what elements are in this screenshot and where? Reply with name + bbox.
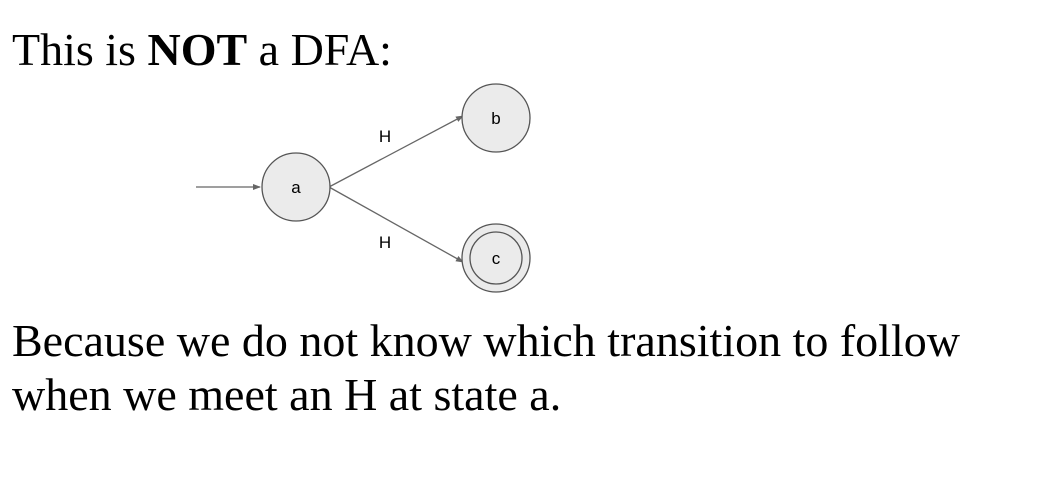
heading-prefix: This is bbox=[12, 24, 136, 75]
explanation-line-1: Because we do not know which transition … bbox=[12, 315, 960, 366]
transition-a-to-c bbox=[328, 186, 464, 263]
state-b-label: b bbox=[491, 109, 500, 128]
state-a: a bbox=[261, 152, 331, 222]
slide-heading: This is NOT a DFA: bbox=[12, 22, 392, 78]
heading-emphasis: NOT bbox=[147, 24, 248, 75]
state-c-label: c bbox=[492, 249, 501, 268]
explanation-line-2: when we meet an H at state a. bbox=[12, 369, 562, 420]
state-b: b bbox=[461, 83, 531, 153]
transition-a-to-b-label: H bbox=[379, 127, 391, 146]
transition-a-to-b bbox=[328, 115, 464, 188]
state-a-label: a bbox=[291, 178, 301, 197]
heading-suffix: a DFA: bbox=[258, 24, 392, 75]
explanation-text: Because we do not know which transition … bbox=[12, 314, 960, 422]
state-c-accepting: c bbox=[461, 223, 531, 293]
transition-a-to-c-label: H bbox=[379, 233, 391, 252]
